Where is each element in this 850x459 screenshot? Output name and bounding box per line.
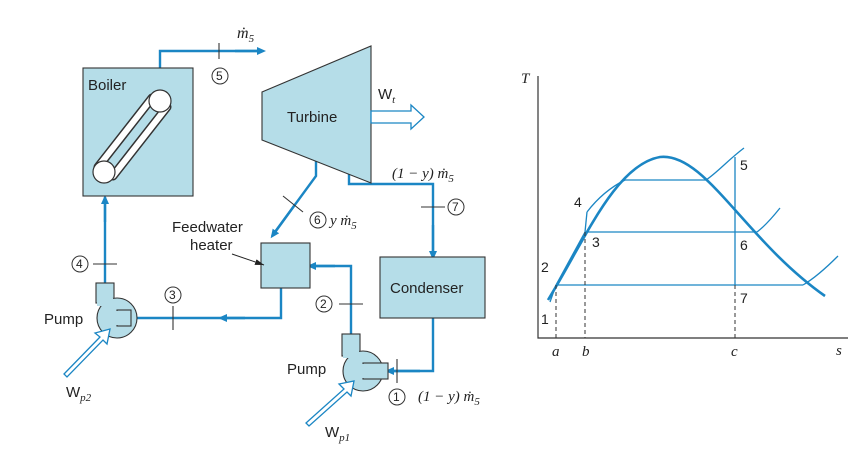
ts-tick-c: c xyxy=(731,344,738,360)
cycle-heating-4 xyxy=(586,179,626,213)
pipe-extraction xyxy=(271,155,318,237)
ts-tick-a: a xyxy=(552,344,560,360)
ts-axes xyxy=(537,76,848,339)
ts-point-7: 7 xyxy=(740,290,748,306)
pump1-label: Pump xyxy=(287,361,326,378)
saturation-dome xyxy=(546,155,826,301)
flow-extract: y ṁ5 xyxy=(328,213,357,232)
pump1-work-arrow xyxy=(305,380,355,427)
turbine xyxy=(261,45,372,184)
state-marker-3: 3 xyxy=(164,286,182,304)
pipe-heater-to-pump2 xyxy=(130,288,283,320)
ts-x-axis-label: s xyxy=(836,343,842,359)
turbine-label: Turbine xyxy=(287,109,337,126)
svg-text:2: 2 xyxy=(320,297,327,311)
state-marker-2: 2 xyxy=(315,295,333,313)
pump2-work-w: Wp2 xyxy=(66,384,92,404)
state-marker-4: 4 xyxy=(71,255,89,273)
ts-y-axis-label: T xyxy=(521,71,531,87)
svg-text:4: 4 xyxy=(76,257,83,271)
state-marker-7: 7 xyxy=(447,198,465,216)
condenser-label: Condenser xyxy=(390,280,463,297)
pipe-boiler-to-turbine xyxy=(158,49,262,68)
pump1-work-w: Wp1 xyxy=(325,424,350,444)
isobar-superheat-mid xyxy=(756,207,781,233)
svg-text:3: 3 xyxy=(169,288,176,302)
state-marker-6: 6 xyxy=(309,211,327,229)
svg-text:6: 6 xyxy=(314,213,321,227)
ts-point-5: 5 xyxy=(740,157,748,173)
cycle-pump-1-2 xyxy=(549,284,557,303)
boiler-label: Boiler xyxy=(88,77,126,94)
pump2-label: Pump xyxy=(44,311,83,328)
ts-tick-b: b xyxy=(582,344,590,360)
feedwater-heater xyxy=(260,242,311,289)
state-marker-5: 5 xyxy=(211,67,229,85)
cycle-heating-2-3 xyxy=(555,231,586,286)
ts-point-1: 1 xyxy=(541,311,549,327)
turbine-work-w: Wt xyxy=(378,86,396,106)
arrow-6 xyxy=(270,205,295,239)
condenser xyxy=(379,256,486,319)
feedwater-heater-label-1: Feedwater xyxy=(172,219,243,236)
pipe-exhaust xyxy=(347,168,435,257)
cycle-pump-3-4 xyxy=(584,211,588,233)
ts-point-3: 3 xyxy=(592,234,600,250)
svg-text:7: 7 xyxy=(452,200,459,214)
svg-text:1: 1 xyxy=(393,390,400,404)
ts-point-6: 6 xyxy=(740,237,748,253)
flow-m5: ṁ5 xyxy=(237,25,255,45)
tick-6 xyxy=(282,195,304,213)
state-marker-1: 1 xyxy=(388,388,406,406)
ts-point-4: 4 xyxy=(574,194,582,210)
turbine-work-arrow xyxy=(370,103,425,131)
boiler-tube-icon xyxy=(92,89,172,184)
ts-point-2: 2 xyxy=(541,259,549,275)
ts-diagram: T s a b c 1 2 3 4 5 6 7 xyxy=(521,71,848,360)
flow-exhaust: (1 − y) ṁ5 xyxy=(392,166,454,185)
pump2-icon xyxy=(95,282,138,339)
heater-pointer xyxy=(231,253,265,266)
feedwater-heater-label-2: heater xyxy=(190,237,233,254)
flow-condensate: (1 − y) ṁ5 xyxy=(418,389,480,408)
svg-text:5: 5 xyxy=(216,69,223,83)
isobar-superheat-low xyxy=(802,255,839,286)
pipe-condenser-to-pump1 xyxy=(388,318,435,373)
pump1-icon xyxy=(341,333,389,392)
cycle-superheat xyxy=(705,147,745,181)
pump2-work-arrow xyxy=(63,328,111,378)
